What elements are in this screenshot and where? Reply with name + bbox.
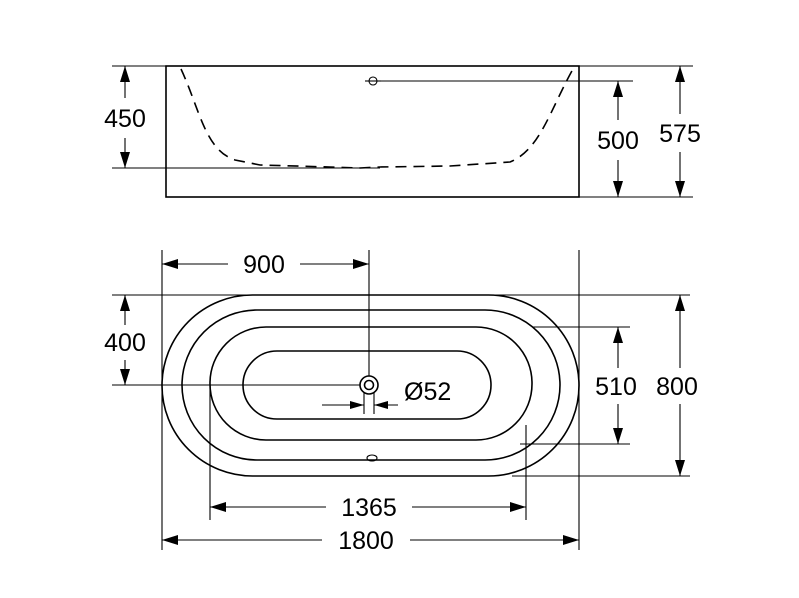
side-view-outline (165, 65, 580, 198)
dimension-rim-height: 450 (104, 66, 146, 168)
dim-label-900: 900 (243, 251, 285, 279)
side-view: 450 500 575 (104, 65, 701, 198)
overflow-hole (366, 454, 378, 462)
drain (359, 375, 379, 395)
dimension-inner-depth: 500 (597, 81, 639, 197)
dim-label-510: 510 (595, 373, 637, 401)
dim-label-450: 450 (104, 105, 146, 133)
dimension-total-height: 575 (659, 66, 701, 197)
dim-label-1800: 1800 (338, 527, 394, 555)
dim-label-400: 400 (104, 329, 146, 357)
dim-label-575: 575 (659, 120, 701, 148)
dim-label-drain-diameter: Ø52 (404, 378, 451, 406)
top-view-basin (209, 326, 533, 441)
dimension-drain-diameter: Ø52 (322, 378, 451, 414)
dim-label-500: 500 (597, 127, 639, 155)
top-view: 900 400 Ø52 510 (104, 250, 698, 555)
dimension-total-length: 1800 (162, 527, 579, 555)
dimension-inner-length: 1365 (210, 494, 526, 522)
dimension-drain-offset-y: 400 (104, 295, 146, 385)
dim-label-800: 800 (656, 373, 698, 401)
dimension-total-width: 800 (656, 295, 698, 476)
dim-label-1365: 1365 (341, 494, 397, 522)
dimension-inner-width: 510 (595, 327, 637, 444)
side-view-inner-basin-dashed (180, 68, 574, 169)
dimension-drain-offset-x: 900 (162, 251, 369, 279)
